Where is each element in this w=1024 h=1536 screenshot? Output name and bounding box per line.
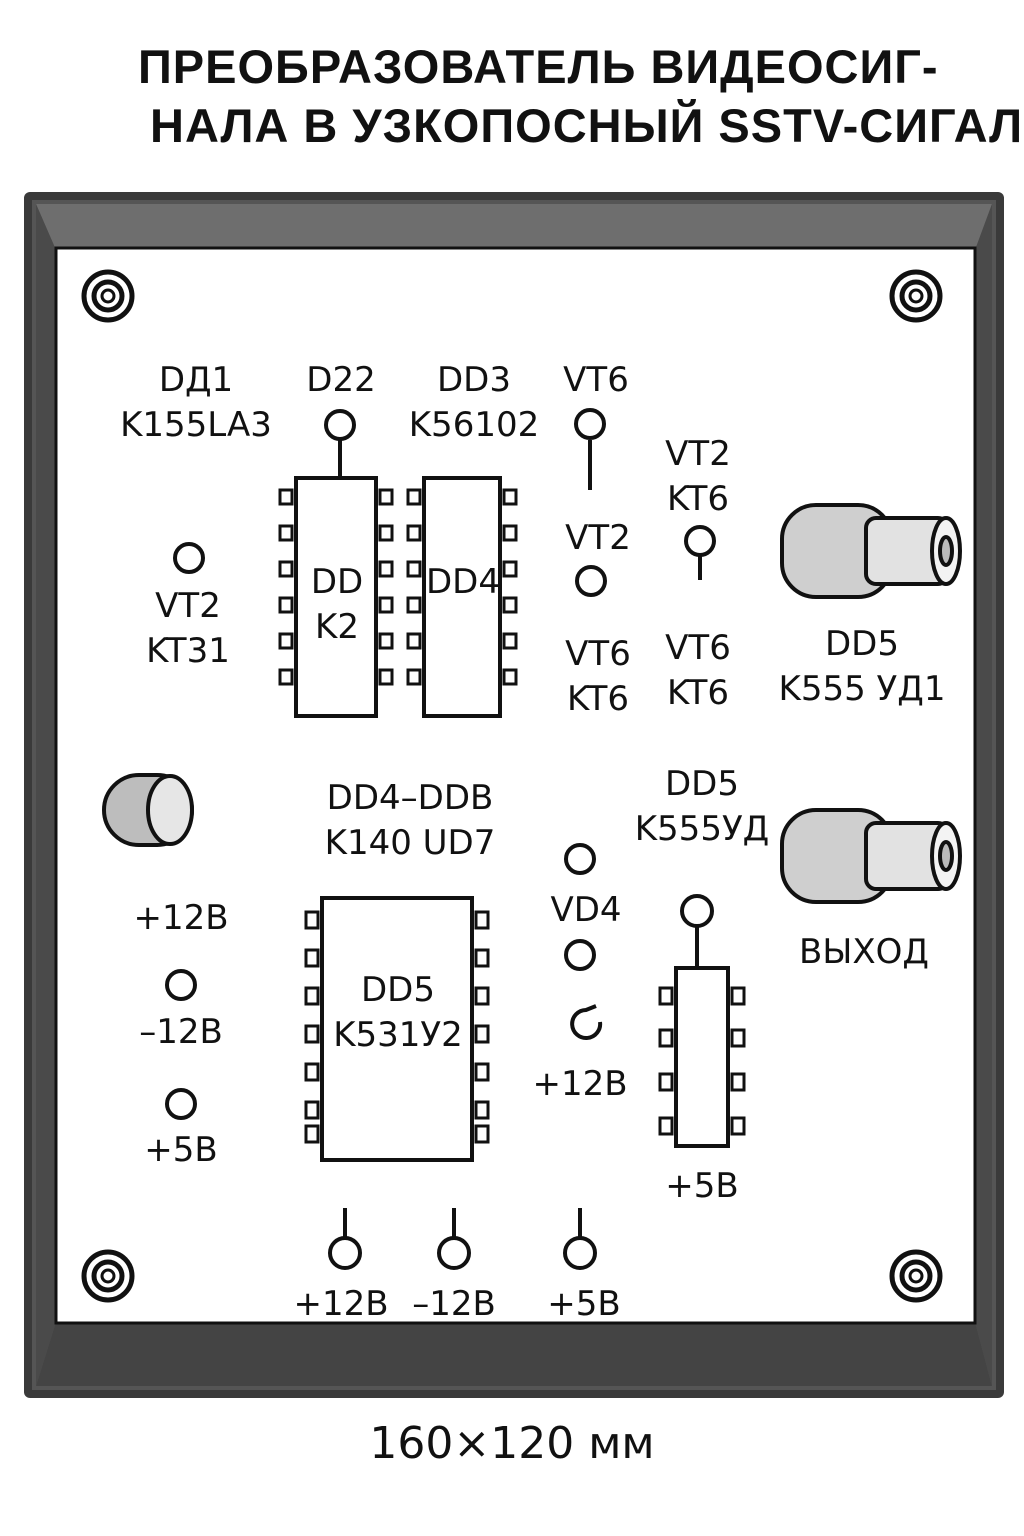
pad-vt2-kt31 (173, 542, 205, 574)
chip-dd-k2 (278, 476, 394, 718)
circuit-board (54, 246, 977, 1325)
label-vykhod: ВЫХОД (799, 932, 929, 972)
enclosure-bevel-right (975, 204, 992, 1386)
pad-vt2 (575, 565, 607, 597)
pad-open-ring (570, 1004, 603, 1040)
mounting-hole (889, 1249, 943, 1303)
title-line-1: ПРЕОБРАЗОВАТЕЛЬ ВИДЕОСИГ- (138, 40, 939, 93)
label-right-p5: +5В (665, 1166, 739, 1206)
pad-vt2-kt6 (684, 525, 716, 580)
chip-dd5-k531u2 (304, 896, 490, 1162)
enclosure-bevel-bottom (36, 1322, 992, 1386)
pad-left-m12 (165, 1088, 197, 1120)
label-bottom-p12: +12В (293, 1284, 389, 1324)
enclosure-bevel-left (36, 204, 56, 1386)
label-left-m12: –12В (139, 1012, 223, 1052)
pad-vd4-top (564, 843, 596, 875)
label-vt6-top: VT6 (563, 360, 629, 400)
capacitor (102, 773, 194, 847)
pad-dd5-k555ud (680, 894, 714, 968)
pad-left-p12 (165, 969, 197, 1001)
mounting-hole (81, 1249, 135, 1303)
label-chip-dd4: DD4 (426, 562, 500, 602)
pad-vt6-top (574, 408, 606, 490)
mounting-holes (81, 269, 943, 1303)
label-vd4: VD4 (550, 890, 622, 930)
label-bottom-p5: +5В (547, 1284, 621, 1324)
mounting-hole (81, 269, 135, 323)
label-left-p12: +12В (133, 898, 229, 938)
pad-vd4-bottom (564, 939, 596, 971)
label-mid-p12: +12В (532, 1064, 628, 1104)
pad-d22 (324, 409, 356, 478)
page-title: ПРЕОБРАЗОВАТЕЛЬ ВИДЕОСИГ- НАЛА В УЗКОПОС… (0, 38, 1024, 156)
label-left-p5: +5В (144, 1130, 218, 1170)
pad-bottom-p5 (563, 1208, 597, 1270)
pad-bottom-m12 (437, 1208, 471, 1270)
label-bottom-m12: –12В (412, 1284, 496, 1324)
label-vt2-mid: VT2 (565, 518, 631, 558)
pad-bottom-p12 (328, 1208, 362, 1270)
mounting-hole (889, 269, 943, 323)
rca-connector-input (780, 503, 962, 599)
board-dimensions: 160×120 мм (369, 1418, 655, 1469)
enclosure-bevel-top (36, 204, 992, 250)
chip-dd5-k555ud (658, 966, 746, 1148)
title-line-2: НАЛА В УЗКОПОСНЫЙ SSTV-СИГАЛ (150, 98, 1024, 152)
chip-dd4 (406, 476, 518, 718)
pads (165, 408, 716, 1270)
rca-connector-output (780, 808, 962, 904)
label-d22: D22 (306, 360, 376, 400)
